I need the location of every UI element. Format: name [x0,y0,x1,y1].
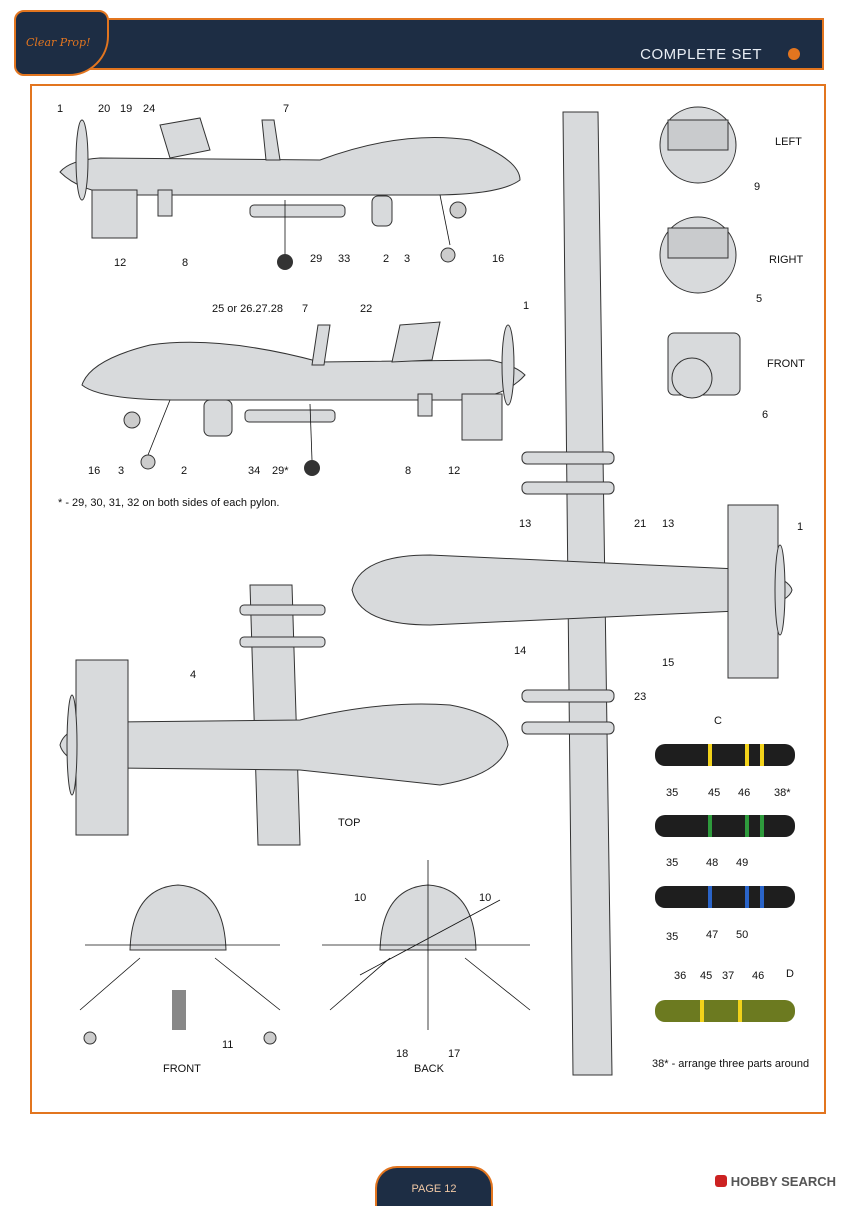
callout: 14 [514,645,526,657]
watermark: HOBBY SEARCH [714,1174,836,1189]
marker-d: D [786,968,794,980]
callout: 50 [736,929,748,941]
callout: 36 [674,970,686,982]
callout: 12 [448,465,460,477]
callout: 1 [797,521,803,533]
drawing-frame [30,84,826,1114]
callout: 8 [182,257,188,269]
header: COMPLETE SET Clear Prop! [14,10,824,76]
callout: 6 [762,409,768,421]
callout: 34 [248,465,260,477]
callout: 46 [738,787,750,799]
callout: 22 [360,303,372,315]
callout: 9 [754,181,760,193]
plan-view-bottom [351,111,793,1076]
plan-view-top [59,584,509,846]
callout: 29 [310,253,322,265]
view-label-front-lower: FRONT [163,1063,201,1075]
logo-text: Clear Prop! [26,36,91,49]
callout: 2 [383,253,389,265]
callout: 48 [706,857,718,869]
callout: 1 [57,103,63,115]
callout: 24 [143,103,155,115]
callout: 21 [634,518,646,530]
page-number: PAGE 12 [411,1183,457,1195]
section-dot-icon [788,48,800,60]
callout: 49 [736,857,748,869]
callout: 8 [405,465,411,477]
callout: 16 [88,465,100,477]
callout: 45 [708,787,720,799]
back-view-lower [322,860,531,1030]
view-labels: LEFT RIGHT FRONT TOP FRONT BACK [163,136,805,1075]
page-tab: PAGE 12 [375,1166,493,1206]
callout: 17 [448,1048,460,1060]
brand-logo: Clear Prop! [14,10,109,76]
callout: 10 [354,892,366,904]
callout: 5 [756,293,762,305]
callout: 4 [190,669,196,681]
callout: 3 [118,465,124,477]
callout: 13 [662,518,674,530]
watermark-logo-icon [714,1175,727,1187]
view-label-left: LEFT [775,136,802,148]
callout: 7 [302,303,308,315]
callout: 47 [706,929,718,941]
callout: 3 [404,253,410,265]
arrange-note: 38* - arrange three parts around [652,1058,810,1070]
callout: 46 [752,970,764,982]
front-view-lower [79,884,281,1045]
wing-pylons [521,451,615,735]
missile-training-olive [655,1000,795,1022]
callout: 11 [222,1039,233,1051]
callout: 18 [396,1048,408,1060]
callout: 15 [662,657,674,669]
callout: 35 [666,857,678,869]
callout: 1 [523,300,529,312]
callout: 38* [774,787,791,799]
callout: 2 [181,465,187,477]
missile-hellfire-green [655,815,795,837]
callout: 16 [492,253,504,265]
callout: 33 [338,253,350,265]
callout: 12 [114,257,126,269]
callout: 13 [519,518,531,530]
view-label-top: TOP [338,817,360,829]
view-label-front: FRONT [767,358,805,370]
missile-hellfire-yellow [655,744,795,766]
callout: 37 [722,970,734,982]
callout: 29* [272,465,289,477]
side-view-right-profile [81,321,526,476]
callout: 10 [479,892,491,904]
nose-detail-views [659,106,741,399]
callout: 25 or 26.27.28 [212,303,283,315]
side-view-left-profile [59,117,521,270]
page-title: COMPLETE SET [640,46,762,63]
header-bar: COMPLETE SET [54,18,824,70]
callout: 35 [666,787,678,799]
callout: 45 [700,970,712,982]
callout-labels: 1 20 19 24 7 12 8 29 33 2 3 16 25 or 26.… [57,103,803,1060]
callout: 23 [634,691,646,703]
callout: 20 [98,103,110,115]
missile-hellfire-blue [655,886,795,908]
view-label-back-lower: BACK [414,1063,445,1075]
pylon-note: * - 29, 30, 31, 32 on both sides of each… [58,497,280,509]
watermark-text: HOBBY SEARCH [730,1174,836,1189]
marker-c: C [714,715,722,727]
callout: 35 [666,931,678,943]
view-label-right: RIGHT [769,254,804,266]
callout: 19 [120,103,132,115]
callout: 7 [283,103,289,115]
